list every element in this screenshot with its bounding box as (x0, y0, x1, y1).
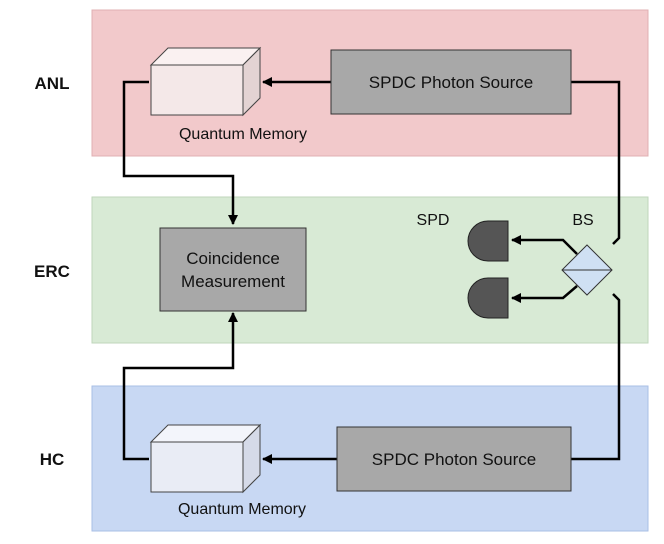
path-source-hc-to-bs (571, 293, 621, 461)
coincidence-label-line1: Coincidence (186, 249, 280, 268)
quantum-memory-anl (149, 46, 262, 117)
quantum-memory-hc (149, 423, 262, 494)
site-label-hc: HC (40, 450, 65, 469)
arrow-bs-to-detector-bottom (511, 285, 578, 303)
arrow-memory-anl-to-coincidence (122, 80, 238, 225)
arrow-bs-to-detector-top (511, 235, 578, 255)
spdc-source-anl: SPDC Photon Source (330, 49, 572, 115)
spd-label: SPD (417, 212, 450, 229)
beamsplitter-icon (561, 244, 613, 296)
spdc-source-anl-label: SPDC Photon Source (369, 73, 533, 92)
detector-top (467, 220, 509, 262)
detector-bottom (467, 277, 509, 319)
spdc-source-hc-label: SPDC Photon Source (372, 450, 536, 469)
quantum-memory-anl-label: Quantum Memory (179, 126, 307, 143)
path-source-anl-to-bs (571, 80, 621, 245)
site-label-erc: ERC (34, 262, 70, 281)
quantum-memory-hc-label: Quantum Memory (178, 501, 306, 518)
coincidence-label-line2: Measurement (181, 272, 285, 291)
connections (122, 77, 621, 464)
arrow-memory-hc-to-coincidence (122, 312, 238, 461)
bs-label: BS (572, 212, 593, 229)
spdc-source-hc: SPDC Photon Source (336, 426, 572, 492)
site-label-anl: ANL (35, 74, 70, 93)
coincidence-measurement: Coincidence Measurement (159, 227, 307, 312)
